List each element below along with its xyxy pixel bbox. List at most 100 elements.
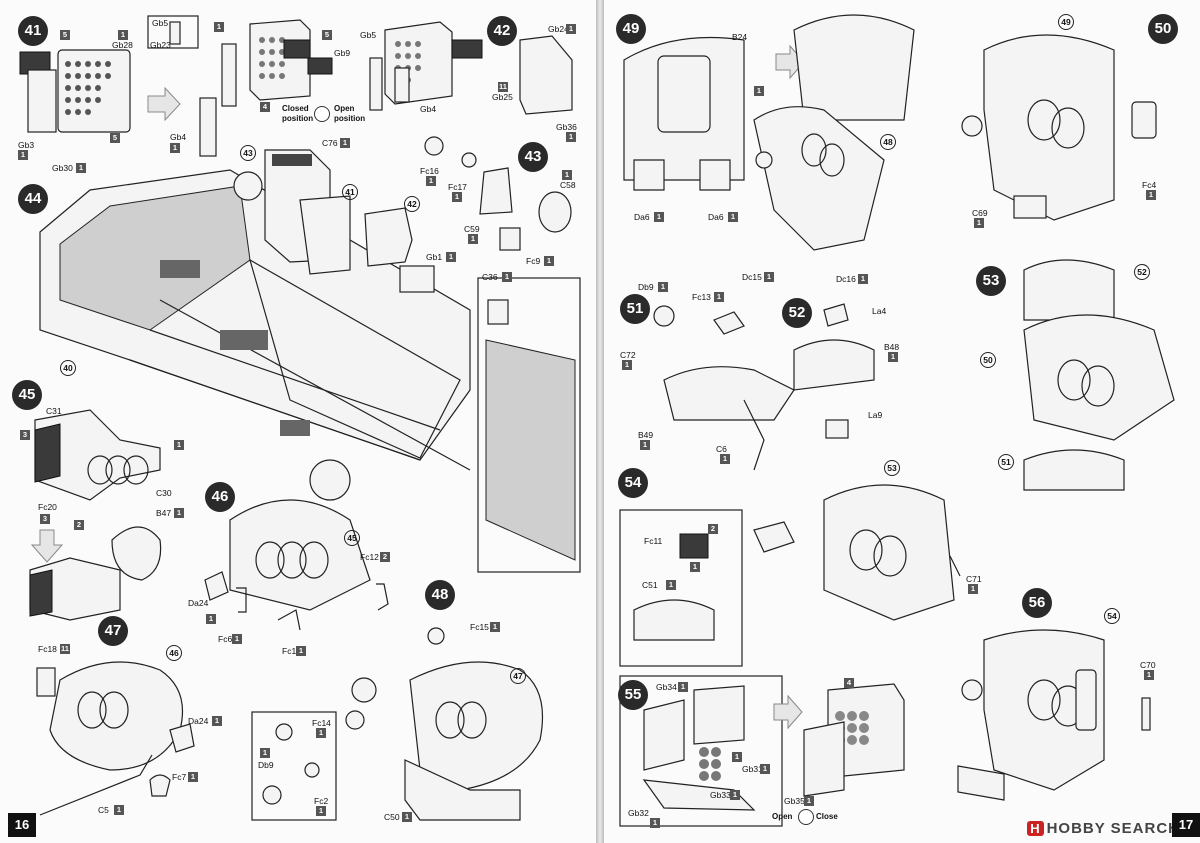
qty-box: 1 bbox=[654, 212, 664, 222]
qty-box: 1 bbox=[340, 138, 350, 148]
callout-52: 52 bbox=[1134, 264, 1150, 280]
label-gb36: Gb36 bbox=[556, 122, 577, 132]
step-49-badge: 49 bbox=[616, 14, 646, 44]
label-c36: C36 bbox=[482, 272, 498, 282]
qty-box: 1 bbox=[650, 818, 660, 828]
label-db9: Db9 bbox=[258, 760, 274, 770]
label-fc14: Fc14 bbox=[312, 718, 331, 728]
callout-48: 48 bbox=[880, 134, 896, 150]
qty-box: 3 bbox=[40, 514, 50, 524]
step-51-badge: 51 bbox=[620, 294, 650, 324]
qty-box: 4 bbox=[260, 102, 270, 112]
label-gb30: Gb30 bbox=[52, 163, 73, 173]
book-gutter bbox=[596, 0, 604, 843]
qty-box: 1 bbox=[690, 562, 700, 572]
callout-50: 50 bbox=[980, 352, 996, 368]
label-dc15: Dc15 bbox=[742, 272, 762, 282]
qty-box: 1 bbox=[114, 805, 124, 815]
label-c76: C76 bbox=[322, 138, 338, 148]
close-label: Close bbox=[816, 812, 838, 821]
label-gb28: Gb28 bbox=[112, 40, 133, 50]
qty-box: 3 bbox=[20, 430, 30, 440]
label-gb34: Gb34 bbox=[656, 682, 677, 692]
step-41-badge: 41 bbox=[18, 16, 48, 46]
qty-box: 1 bbox=[754, 86, 764, 96]
label-fc17: Fc17 bbox=[448, 182, 467, 192]
callout-51: 51 bbox=[998, 454, 1014, 470]
qty-box: 1 bbox=[760, 764, 770, 774]
qty-box: 1 bbox=[666, 580, 676, 590]
qty-box: 1 bbox=[566, 132, 576, 142]
step-44-badge: 44 bbox=[18, 184, 48, 214]
label-fc2: Fc2 bbox=[314, 796, 329, 806]
label-b49: B49 bbox=[638, 430, 654, 440]
label-db9: Db9 bbox=[638, 282, 654, 292]
qty-box: 1 bbox=[804, 796, 814, 806]
label-fc18: Fc18 bbox=[38, 644, 57, 654]
qty-box: 1 bbox=[1144, 670, 1154, 680]
label-gb31: Gb31 bbox=[742, 764, 763, 774]
label-fc6: Fc6 bbox=[218, 634, 233, 644]
callout-45: 45 bbox=[344, 530, 360, 546]
label-fc9: Fc9 bbox=[526, 256, 541, 266]
qty-box: 11 bbox=[498, 82, 508, 92]
step-47-badge: 47 bbox=[98, 616, 128, 646]
step-45-badge: 45 bbox=[12, 380, 42, 410]
label-gb4b: Gb4 bbox=[420, 104, 437, 114]
label-dc16: Dc16 bbox=[836, 274, 856, 284]
closed-position-label: Closed position bbox=[282, 104, 314, 123]
callout-40: 40 bbox=[60, 360, 76, 376]
qty-box: 1 bbox=[206, 614, 216, 624]
label-c5: C5 bbox=[98, 805, 109, 815]
label-c51: C51 bbox=[642, 580, 658, 590]
right-page: 49 50 51 52 53 54 55 56 49 48 52 50 51 5… bbox=[604, 0, 1200, 843]
watermark-text: HOBBY SEARCH bbox=[1046, 820, 1180, 837]
right-page-drawings bbox=[619, 14, 1175, 827]
position-dial-icon bbox=[314, 106, 330, 122]
label-c59: C59 bbox=[464, 224, 480, 234]
label-c58: C58 bbox=[560, 180, 576, 190]
label-da6a: Da6 bbox=[634, 212, 650, 222]
qty-box: 1 bbox=[658, 282, 668, 292]
label-da24b: Da24 bbox=[188, 716, 209, 726]
qty-box: 1 bbox=[118, 30, 128, 40]
callout-41b: 41 bbox=[342, 184, 358, 200]
left-page-drawings bbox=[19, 15, 581, 821]
label-fc16: Fc16 bbox=[420, 166, 439, 176]
callout-47: 47 bbox=[510, 668, 526, 684]
qty-box: 1 bbox=[1146, 190, 1156, 200]
qty-box: 1 bbox=[316, 728, 326, 738]
qty-box: 1 bbox=[968, 584, 978, 594]
qty-box: 5 bbox=[110, 133, 120, 143]
step-54-badge: 54 bbox=[618, 468, 648, 498]
callout-42: 42 bbox=[404, 196, 420, 212]
label-la4: La4 bbox=[872, 306, 887, 316]
callout-41: 43 bbox=[240, 145, 256, 161]
page-number: 17 bbox=[1172, 813, 1200, 837]
label-c31: C31 bbox=[46, 406, 62, 416]
qty-box: 1 bbox=[452, 192, 462, 202]
qty-box: 1 bbox=[174, 508, 184, 518]
qty-box: 1 bbox=[76, 163, 86, 173]
qty-box: 1 bbox=[974, 218, 984, 228]
callout-53: 53 bbox=[884, 460, 900, 476]
label-gb1: Gb1 bbox=[426, 252, 443, 262]
qty-box: 5 bbox=[60, 30, 70, 40]
qty-box: 1 bbox=[316, 806, 326, 816]
open-position-label: Open position bbox=[334, 104, 366, 123]
qty-box: 2 bbox=[380, 552, 390, 562]
qty-box: 1 bbox=[426, 176, 436, 186]
qty-box: 1 bbox=[888, 352, 898, 362]
label-fc11: Fc11 bbox=[644, 536, 663, 546]
step-48-badge: 48 bbox=[425, 580, 455, 610]
label-c71: C71 bbox=[966, 574, 982, 584]
step-46-badge: 46 bbox=[205, 482, 235, 512]
qty-box: 1 bbox=[214, 22, 224, 32]
qty-box: 11 bbox=[60, 644, 70, 654]
label-c50: C50 bbox=[384, 812, 400, 822]
callout-54: 54 bbox=[1104, 608, 1120, 624]
label-fc15: Fc15 bbox=[470, 622, 489, 632]
label-gb33: Gb33 bbox=[710, 790, 731, 800]
